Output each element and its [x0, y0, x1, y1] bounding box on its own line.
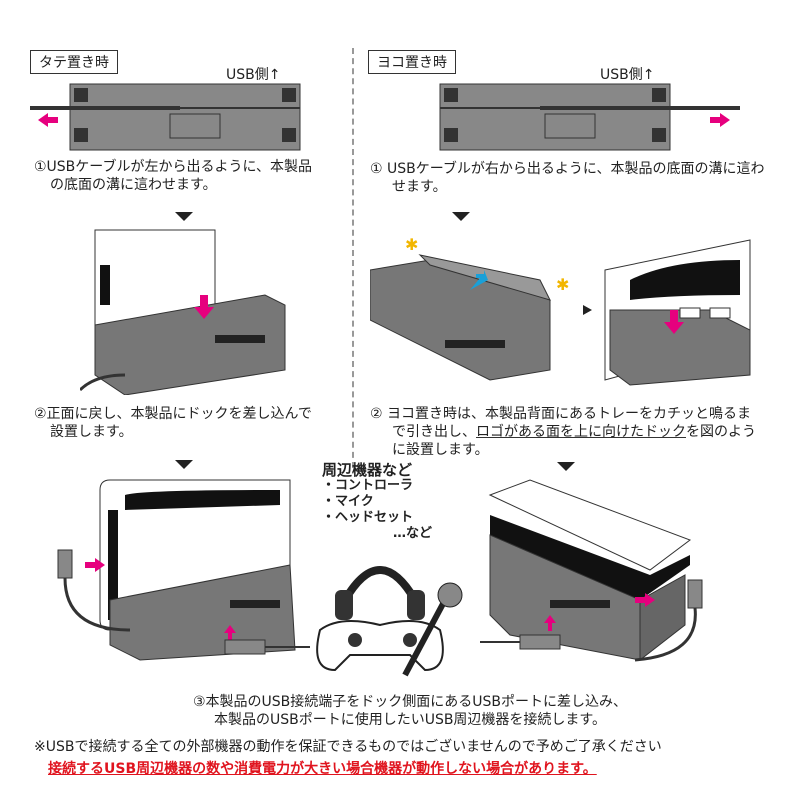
peripherals-illustration [316, 566, 463, 677]
peripherals-box: 周辺機器など ・コントローラ ・マイク ・ヘッドセット …など [322, 462, 446, 542]
horizontal-step1-line2: せます。 [392, 179, 447, 195]
step3-line2: 本製品のUSBポートに使用したいUSB周辺機器を接続します。 [213, 712, 607, 728]
arrow-right-icon [710, 113, 730, 127]
peripherals-title: 周辺機器など [322, 461, 413, 479]
microphone-icon [402, 598, 448, 677]
horizontal-step2-line3: に設置します。 [392, 442, 489, 458]
vertical-usb-side: USB側↑ [226, 67, 281, 83]
peripherals-etc: …など [392, 526, 432, 541]
vertical-step1-line1: ①USBケーブルが左から出るように、本製品 [34, 159, 313, 175]
vertical-label: タテ置き時 [30, 50, 118, 74]
horizontal-label: ヨコ置き時 [368, 50, 456, 74]
arrow-left-icon [635, 593, 655, 607]
step3-line1: ③本製品のUSB接続端子をドック側面にあるUSBポートに差し込み、 [192, 694, 628, 710]
disclaimer-note: ※USBで接続する全ての外部機器の動作を保証できるものではございませんので予めご… [34, 739, 662, 755]
arrow-up-icon [224, 625, 236, 641]
horizontal-step2-line1: ② ヨコ置き時は、本製品背面にあるトレーをカチッと鳴るま [370, 406, 751, 422]
arrow-up-icon [470, 270, 488, 290]
peripheral-item-mic: ・マイク [322, 494, 374, 509]
down-triangle-icon [175, 212, 193, 221]
vertical-step2-line2: 設置します。 [50, 424, 133, 440]
click-sound-icon: ✱ [405, 235, 418, 254]
headset-icon [341, 566, 419, 603]
vertical-step2-line1: ②正面に戻し、本製品にドックを差し込んで [34, 406, 312, 422]
peripheral-item-headset: ・ヘッドセット [322, 510, 414, 525]
down-triangle-icon [175, 460, 193, 469]
arrow-down-icon [664, 310, 684, 334]
horizontal-step2-emphasis: ロゴがある面を上に向けたドック [476, 424, 686, 440]
peripheral-item-controller: ・コントローラ [322, 478, 414, 493]
svg-text:✱: ✱ [556, 275, 569, 294]
horizontal-tray-illustration: ✱ ✱ [370, 235, 751, 386]
vertical-bottom-view [30, 83, 301, 151]
vertical-dock-illustration [80, 229, 286, 395]
horizontal-connected-illustration [480, 479, 703, 662]
arrow-up-icon [544, 615, 556, 631]
horizontal-step1-line1: ① USBケーブルが右から出るように、本製品の底面の溝に這わ [370, 161, 765, 177]
horizontal-bottom-view [439, 83, 740, 151]
arrow-right-icon [85, 558, 105, 572]
vertical-step1-line2: の底面の溝に這わせます。 [50, 177, 217, 193]
warning-text: 接続するUSB周辺機器の数や消費電力が大きい場合機器が動作しない場合があります。 [48, 761, 597, 777]
section-divider [352, 48, 354, 468]
vertical-connected-illustration [57, 479, 310, 661]
down-triangle-icon [557, 462, 575, 471]
horizontal-step2-text: を図のよう [686, 424, 756, 440]
arrow-left-icon [38, 113, 58, 127]
horizontal-usb-side: USB側↑ [600, 67, 655, 83]
down-triangle-icon [452, 212, 470, 221]
arrow-down-icon [194, 295, 214, 319]
horizontal-step2-text: で引き出し、 [392, 424, 476, 440]
